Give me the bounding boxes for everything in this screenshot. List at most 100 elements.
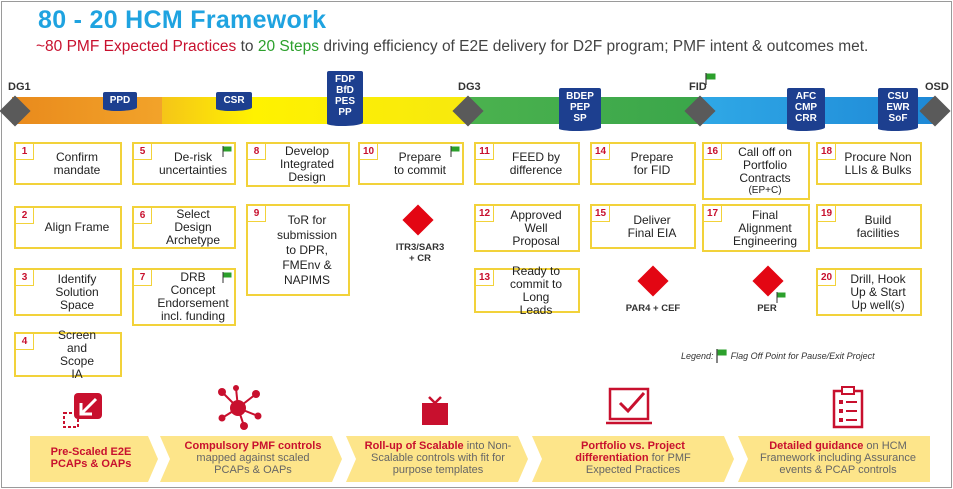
- step-number: 12: [476, 206, 494, 222]
- step-label: Approved Well Proposal: [510, 207, 562, 248]
- step-box-13: 13 Ready to commit to Long Leads: [474, 263, 580, 317]
- tab-afc-line3: CRR: [795, 113, 817, 124]
- bottom-item-3: Roll-up of Scalable into Non-Scalable co…: [362, 440, 514, 476]
- step-label: Call off on Portfolio Contracts: [738, 145, 792, 185]
- step-number: 20: [818, 270, 836, 286]
- fid-flag-icon: [705, 73, 716, 85]
- step-label: FEED by difference: [509, 149, 563, 177]
- tab-fdp-line1: FDP: [335, 74, 355, 85]
- collapse-arrow-icon: [63, 393, 102, 428]
- step-number: 7: [134, 270, 152, 286]
- page-title: 80 - 20 HCM Framework: [38, 6, 327, 34]
- step-box-20: 20 Drill, Hook Up & Start Up well(s): [816, 268, 922, 316]
- step-label: Ready to commit to Long Leads: [509, 263, 562, 317]
- legend-flag-icon: [716, 349, 727, 363]
- tab-csu-line2: EWR: [886, 102, 910, 113]
- gate-dg3-label: DG3: [458, 81, 481, 93]
- step-label: De-risk uncertainties: [158, 149, 228, 177]
- step-label: ToR for submission to DPR, FMEnv & NAPIM…: [276, 212, 338, 287]
- step-number: 16: [704, 144, 722, 160]
- legend-text: Flag Off Point for Pause/Exit Project: [730, 351, 875, 361]
- bottom-item-5-bold: Detailed guidance: [769, 440, 864, 452]
- step-number: 14: [592, 144, 610, 160]
- step-box-16: 16 Call off on Portfolio Contracts (EP+C…: [702, 142, 810, 200]
- milestone-itr3-label: ITR3/SAR3 + CR: [395, 242, 445, 264]
- green-flag-icon: [222, 146, 232, 157]
- step-box-19: 19 Build facilities: [816, 204, 922, 249]
- step-sublabel: (EP+C): [748, 185, 782, 196]
- tab-csu: CSU EWR SoF: [878, 88, 918, 131]
- tab-bdep-line3: SP: [573, 113, 587, 124]
- clipboard-list-icon: [832, 386, 864, 429]
- step-label: Screen and Scope IA: [57, 327, 97, 381]
- step-label: Confirm mandate: [53, 149, 101, 177]
- step-number: 9: [248, 206, 266, 222]
- bottom-item-1: Pre-Scaled E2E PCAPs & OAPs: [36, 446, 146, 470]
- tab-csr: CSR: [216, 92, 252, 111]
- tab-fdp-line4: PP: [338, 107, 352, 118]
- step-box-4: 4 Screen and Scope IA: [14, 327, 122, 381]
- tab-ppd: PPD: [103, 92, 137, 111]
- green-flag-icon: [450, 146, 460, 157]
- step-label: Drill, Hook Up & Start Up well(s): [850, 271, 906, 312]
- network-nodes-icon: [218, 385, 262, 430]
- timeline-segment-yellow: [162, 97, 468, 124]
- step-box-9: 9 ToR for submission to DPR, FMEnv & NAP…: [246, 204, 350, 296]
- subtitle-practices: ~80 PMF Expected Practices: [36, 38, 237, 55]
- gate-fid-label: FID: [689, 81, 707, 93]
- tab-bdep-line2: PEP: [569, 102, 590, 113]
- step-box-11: 11 FEED by difference: [474, 142, 580, 185]
- bottom-chevron-strip: [30, 436, 930, 482]
- timeline-segment-orange: [12, 97, 162, 124]
- step-number: 3: [16, 270, 34, 286]
- step-box-12: 12 Approved Well Proposal: [474, 204, 580, 252]
- step-label: Select Design Archetype: [165, 207, 221, 247]
- step-box-3: 3 Identify Solution Space: [14, 268, 122, 316]
- gift-box-icon: [422, 396, 448, 425]
- green-flag-icon: [222, 272, 232, 283]
- step-box-18: 18 Procure Non LLIs & Bulks: [816, 142, 922, 185]
- tab-fdp-line3: PES: [334, 96, 355, 107]
- step-number: 6: [134, 208, 152, 224]
- gate-osd-label: OSD: [925, 81, 949, 93]
- page-subtitle: ~80 PMF Expected Practices to 20 Steps d…: [36, 38, 868, 56]
- milestone-par4-label: PAR4 + CEF: [625, 303, 681, 314]
- step-label: Align Frame: [44, 220, 110, 234]
- tab-csu-line3: SoF: [888, 113, 908, 124]
- tab-bdep: BDEP PEP SP: [559, 88, 601, 131]
- bottom-item-4: Portfolio vs. Project differentiation fo…: [558, 440, 708, 476]
- step-label: Prepare for FID: [630, 149, 674, 177]
- step-number: 8: [248, 144, 266, 160]
- gate-dg1-label: DG1: [8, 81, 31, 93]
- step-number: 15: [592, 206, 610, 222]
- bottom-item-5: Detailed guidance on HCM Framework inclu…: [758, 440, 918, 476]
- step-label: Prepare to commit: [394, 149, 447, 177]
- step-box-1: 1 Confirm mandate: [14, 142, 122, 185]
- step-number: 17: [704, 206, 722, 222]
- subtitle-to: to: [236, 38, 258, 55]
- step-box-6: 6 Select Design Archetype: [132, 206, 236, 249]
- step-number: 5: [134, 144, 152, 160]
- step-number: 1: [16, 144, 34, 160]
- tab-csu-line1: CSU: [887, 91, 909, 102]
- step-box-17: 17 Final Alignment Engineering: [702, 204, 810, 252]
- bottom-item-3-bold: Roll-up of Scalable: [364, 440, 464, 452]
- step-number: 4: [16, 334, 34, 350]
- step-label-wrap: Call off on Portfolio Contracts (EP+C): [724, 144, 806, 198]
- bottom-item-2-rest: mapped against scaled PCAPs & OAPs: [196, 452, 310, 476]
- step-box-5: 5 De-risk uncertainties: [132, 142, 236, 185]
- checklist-screen-icon: [606, 387, 652, 425]
- step-label: Deliver Final EIA: [627, 212, 677, 240]
- step-label: Final Alignment Engineering: [732, 207, 798, 248]
- step-number: 19: [818, 206, 836, 222]
- step-label: Procure Non LLIs & Bulks: [844, 149, 912, 177]
- subtitle-steps: 20 Steps: [257, 38, 320, 55]
- tab-fdp-line2: BfD: [336, 85, 354, 96]
- subtitle-rest: driving efficiency of E2E delivery for D…: [319, 38, 869, 55]
- legend: Legend: Flag Off Point for Pause/Exit Pr…: [681, 349, 875, 363]
- tab-bdep-line1: BDEP: [566, 91, 594, 102]
- bottom-item-2-bold: Compulsory PMF controls: [184, 440, 322, 452]
- legend-label: Legend:: [681, 351, 714, 361]
- step-label: Identify Solution Space: [55, 271, 99, 312]
